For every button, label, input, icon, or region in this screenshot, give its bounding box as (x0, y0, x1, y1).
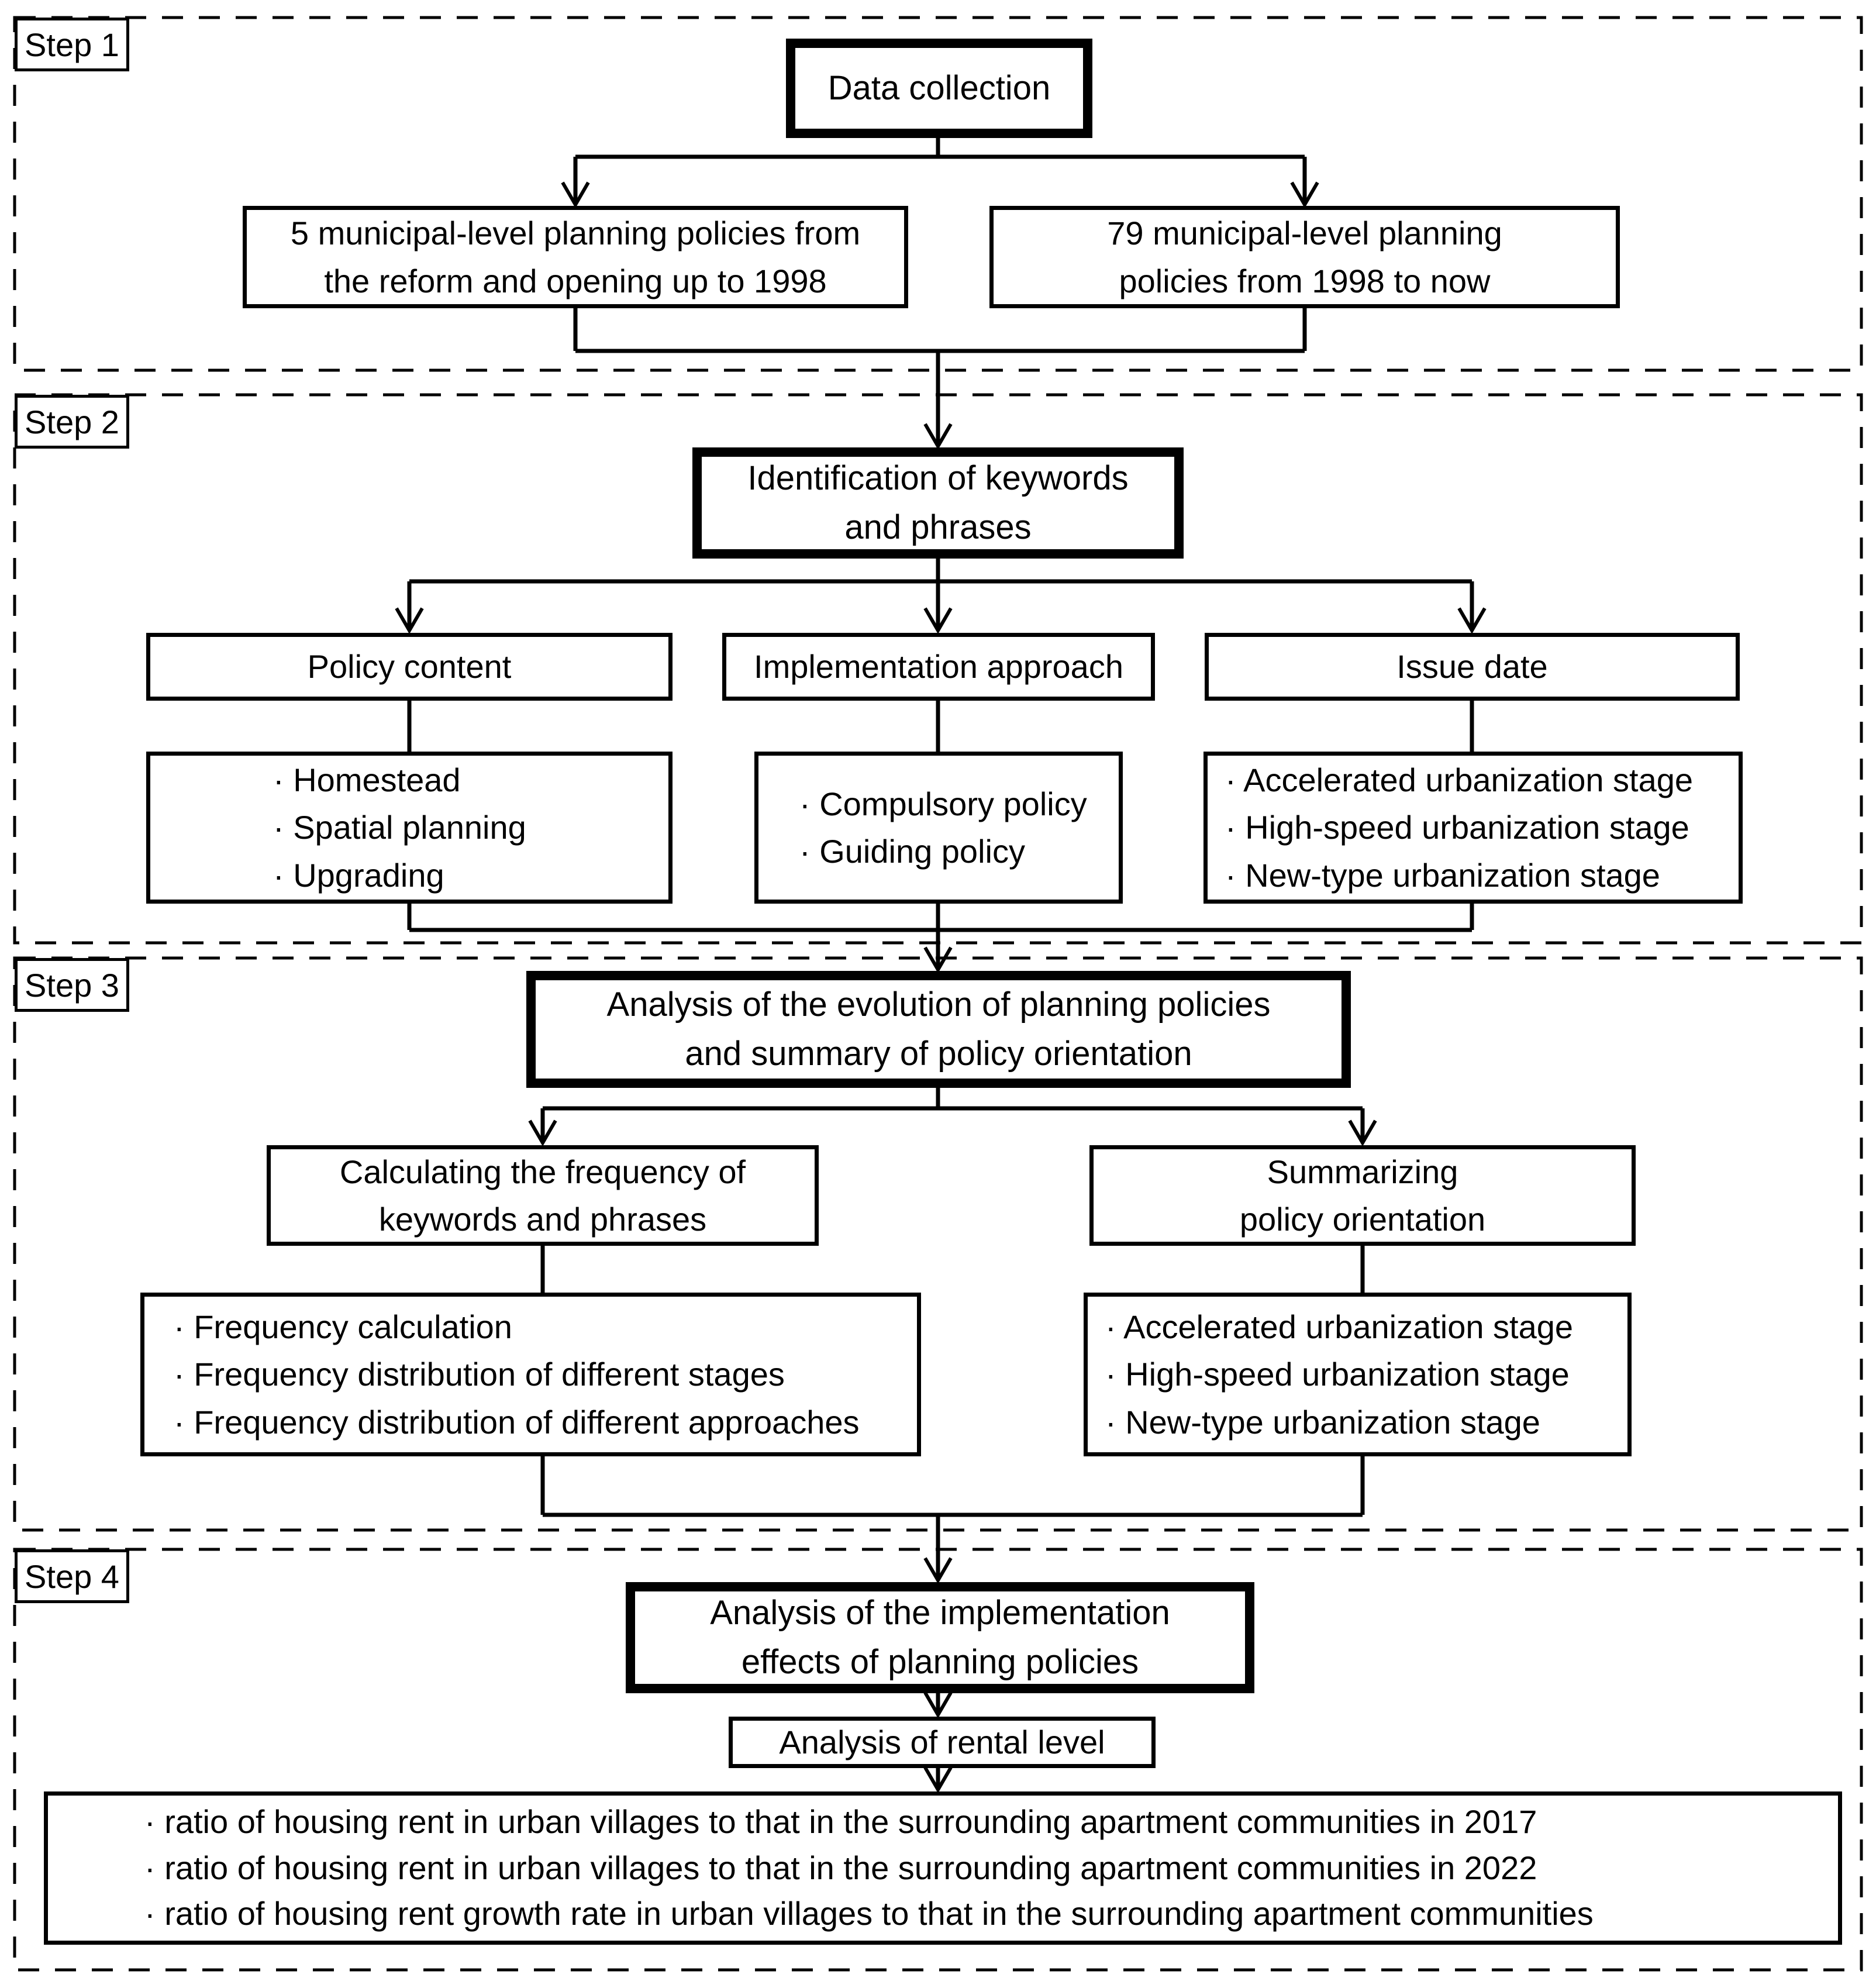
step1-label: Step 1 (15, 18, 129, 71)
policies-pre-1998-box: 5 municipal-level planning policies from… (243, 206, 908, 308)
identification-keywords-box: Identification of keywords and phrases (692, 447, 1184, 559)
analysis-implementation-box: Analysis of the implementation effects o… (626, 1582, 1254, 1693)
data-collection-box: Data collection (786, 39, 1092, 138)
step3-label: Step 3 (15, 958, 129, 1012)
policy-content-header: Policy content (146, 633, 673, 701)
analysis-evolution-box: Analysis of the evolution of planning po… (526, 971, 1351, 1088)
stage-items-box: · Accelerated urbanization stage · High-… (1084, 1293, 1632, 1456)
step3-connector-lines (528, 1088, 1377, 1584)
rental-level-box: Analysis of rental level (729, 1717, 1156, 1768)
implementation-approach-header: Implementation approach (722, 633, 1155, 701)
step2-label: Step 2 (15, 395, 129, 449)
summarizing-orientation-box: Summarizing policy orientation (1089, 1145, 1636, 1246)
calculating-frequency-box: Calculating the frequency of keywords an… (267, 1145, 819, 1246)
step1-panel (13, 16, 1863, 372)
implementation-items-box: · Compulsory policy · Guiding policy (754, 752, 1123, 904)
step4-label: Step 4 (15, 1549, 129, 1603)
frequency-items-box: · Frequency calculation · Frequency dist… (140, 1293, 921, 1456)
rental-ratio-items-box: · ratio of housing rent in urban village… (44, 1791, 1842, 1945)
policy-content-items-box: · Homestead · Spatial planning · Upgradi… (146, 752, 673, 904)
issue-date-items-box: · Accelerated urbanization stage · High-… (1203, 752, 1743, 904)
policies-post-1998-box: 79 municipal-level planning policies fro… (989, 206, 1620, 308)
issue-date-header: Issue date (1205, 633, 1740, 701)
step2-connector-lines (395, 559, 1487, 973)
step1-connector-lines (561, 137, 1319, 450)
step4-connector-lines (923, 1691, 953, 1793)
